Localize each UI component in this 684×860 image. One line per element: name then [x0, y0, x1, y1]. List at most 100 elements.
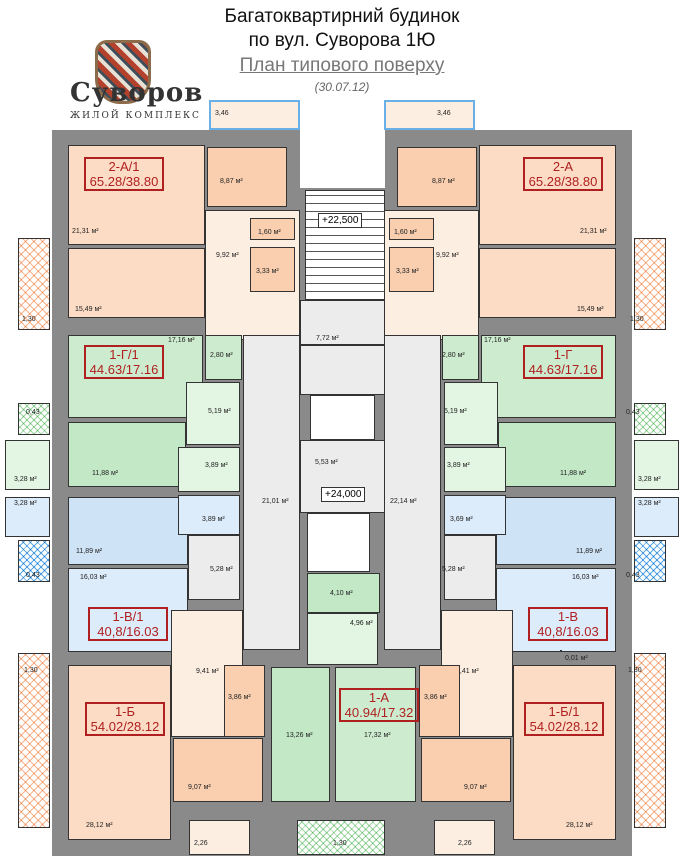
- left-a-balcony-top: [209, 100, 300, 130]
- center-corridor: [300, 345, 385, 395]
- right-a-living: [479, 145, 616, 245]
- left-g-storage: [205, 335, 242, 380]
- apartment-code: 1-Б/1: [548, 704, 580, 719]
- left-b-balc-side: [18, 653, 50, 828]
- right-a-bath-area-label: 3,33 м²: [396, 268, 419, 275]
- center-lobby: [300, 440, 385, 513]
- left-b-room-area-label: 28,12 м²: [86, 822, 113, 829]
- title-line-2: по вул. Суворова 1Ю: [248, 30, 436, 51]
- left-g-bath-area-label: 3,89 м²: [205, 462, 228, 469]
- left-g-bath: [178, 447, 240, 492]
- right-g-bath: [444, 447, 506, 492]
- left-v-balc-area-label: 3,28 м²: [14, 500, 37, 507]
- left-a-living-area-label: 21,31 м²: [72, 228, 99, 235]
- right-b-balc-bottom: [434, 820, 495, 855]
- apartment-code: 1-А: [368, 690, 390, 705]
- center-landing-area-label: 7,72 м²: [316, 335, 339, 342]
- right-corridor-area-label: 22,14 м²: [390, 498, 417, 505]
- left-g-balc-area-label: 3,28 м²: [14, 476, 37, 483]
- right-v-bath-area-label: 3,69 м²: [450, 516, 473, 523]
- right-v-room2-area-label: 16,03 м²: [572, 574, 599, 581]
- apartment-areas: 40.94/17.32: [344, 705, 414, 720]
- right-b-room: [513, 665, 616, 840]
- apartment-code: 1-Б: [114, 704, 136, 719]
- left-g-room-area-label: 17,16 м²: [168, 337, 195, 344]
- right-a-wc: [389, 218, 434, 240]
- right-a-wc-area-label: 1,60 м²: [394, 229, 417, 236]
- logo-name: Суворов: [70, 78, 204, 108]
- right-g-room: [481, 335, 616, 418]
- right-a-room: [479, 248, 616, 318]
- right-g-room2: [498, 422, 616, 487]
- right-v-hall-area-label: 5,28 м²: [442, 566, 465, 573]
- level-mark-upper: +22,500: [318, 213, 363, 228]
- left-v-balc: [5, 497, 50, 537]
- right-a-balcony-side-area-label: 1,30: [630, 316, 644, 323]
- apartment-code: 2-А/1: [108, 159, 140, 174]
- center-a-room1-area-label: 13,26 м²: [286, 732, 313, 739]
- left-a-hall-area-label: 9,92 м²: [216, 252, 239, 259]
- right-extra-area-label: 0,01 м²: [565, 655, 588, 662]
- logo-crest-icon: [95, 40, 151, 104]
- left-g-balc-small: [18, 403, 50, 435]
- right-b-kitchen-area-label: 9,07 м²: [464, 784, 487, 791]
- apartment-areas: 40,8/16.03: [97, 624, 159, 639]
- left-g-room: [68, 335, 203, 418]
- right-a-hall-area-label: 9,92 м²: [436, 252, 459, 259]
- left-corridor: [243, 335, 300, 650]
- apartment-areas: 44.63/17.16: [528, 362, 598, 377]
- center-lobby-area-label: 5,53 м²: [315, 459, 338, 466]
- right-g-room-area-label: 17,16 м²: [484, 337, 511, 344]
- logo-tagline: ЖИЛОЙ КОМПЛЕКС: [70, 111, 201, 121]
- courtyard-gap: [300, 128, 385, 188]
- apartment-code: 1-В: [557, 609, 579, 624]
- left-b-bath: [224, 665, 265, 737]
- right-g-storage-area-label: 2,80 м²: [442, 352, 465, 359]
- left-a-balcony-side: [18, 238, 50, 330]
- left-v-hall: [188, 535, 240, 600]
- left-corridor-area-label: 21,01 м²: [262, 498, 289, 505]
- right-v-room2: [496, 568, 616, 652]
- apartment-code: 1-В/1: [112, 609, 144, 624]
- apartment-areas: 54.02/28.12: [529, 719, 599, 734]
- left-b-balc-side-area-label: 1,30: [24, 667, 38, 674]
- left-a-living: [68, 145, 205, 245]
- left-g-room2: [68, 422, 186, 487]
- left-v-room2-area-label: 16,03 м²: [80, 574, 107, 581]
- elevator-shaft: [310, 395, 375, 440]
- right-b-room-area-label: 28,12 м²: [566, 822, 593, 829]
- right-a-living-area-label: 21,31 м²: [580, 228, 607, 235]
- left-g-balc: [5, 440, 50, 490]
- right-a-kitchen-area-label: 8,87 м²: [432, 178, 455, 185]
- right-g-bath-area-label: 3,89 м²: [447, 462, 470, 469]
- left-g-room2-area-label: 11,88 м²: [92, 470, 119, 477]
- stairwell: [305, 190, 385, 300]
- left-a-balcony-top-area-label: 3,46: [215, 110, 229, 117]
- center-a-room2-area-label: 17,32 м²: [364, 732, 391, 739]
- right-g-hall-area-label: 5,19 м²: [444, 408, 467, 415]
- apartment-areas: 65.28/38.80: [89, 174, 159, 189]
- left-v-bath: [178, 495, 240, 535]
- level-mark-lower: +24,000: [321, 487, 366, 502]
- left-a-room-area-label: 15,49 м²: [75, 306, 102, 313]
- center-a-room1: [271, 667, 330, 802]
- elevator-shaft: [307, 513, 370, 572]
- center-a-bath-area-label: 4,10 м²: [330, 590, 353, 597]
- center-a-bath: [307, 573, 380, 613]
- apartment-areas: 40,8/16.03: [537, 624, 599, 639]
- apartment-areas: 44.63/17.16: [89, 362, 159, 377]
- center-a-hall-area-label: 4,96 м²: [350, 620, 373, 627]
- right-a-balcony-top: [384, 100, 475, 130]
- right-b-bath-area-label: 3,86 м²: [424, 694, 447, 701]
- title-line-1: Багатоквартирний будинок: [224, 6, 460, 27]
- right-corridor: [384, 335, 441, 650]
- right-v-room-area-label: 11,89 м²: [576, 548, 603, 555]
- left-v-room-area-label: 11,89 м²: [76, 548, 103, 555]
- right-g-hall: [444, 382, 498, 445]
- left-v-hall-area-label: 5,28 м²: [210, 566, 233, 573]
